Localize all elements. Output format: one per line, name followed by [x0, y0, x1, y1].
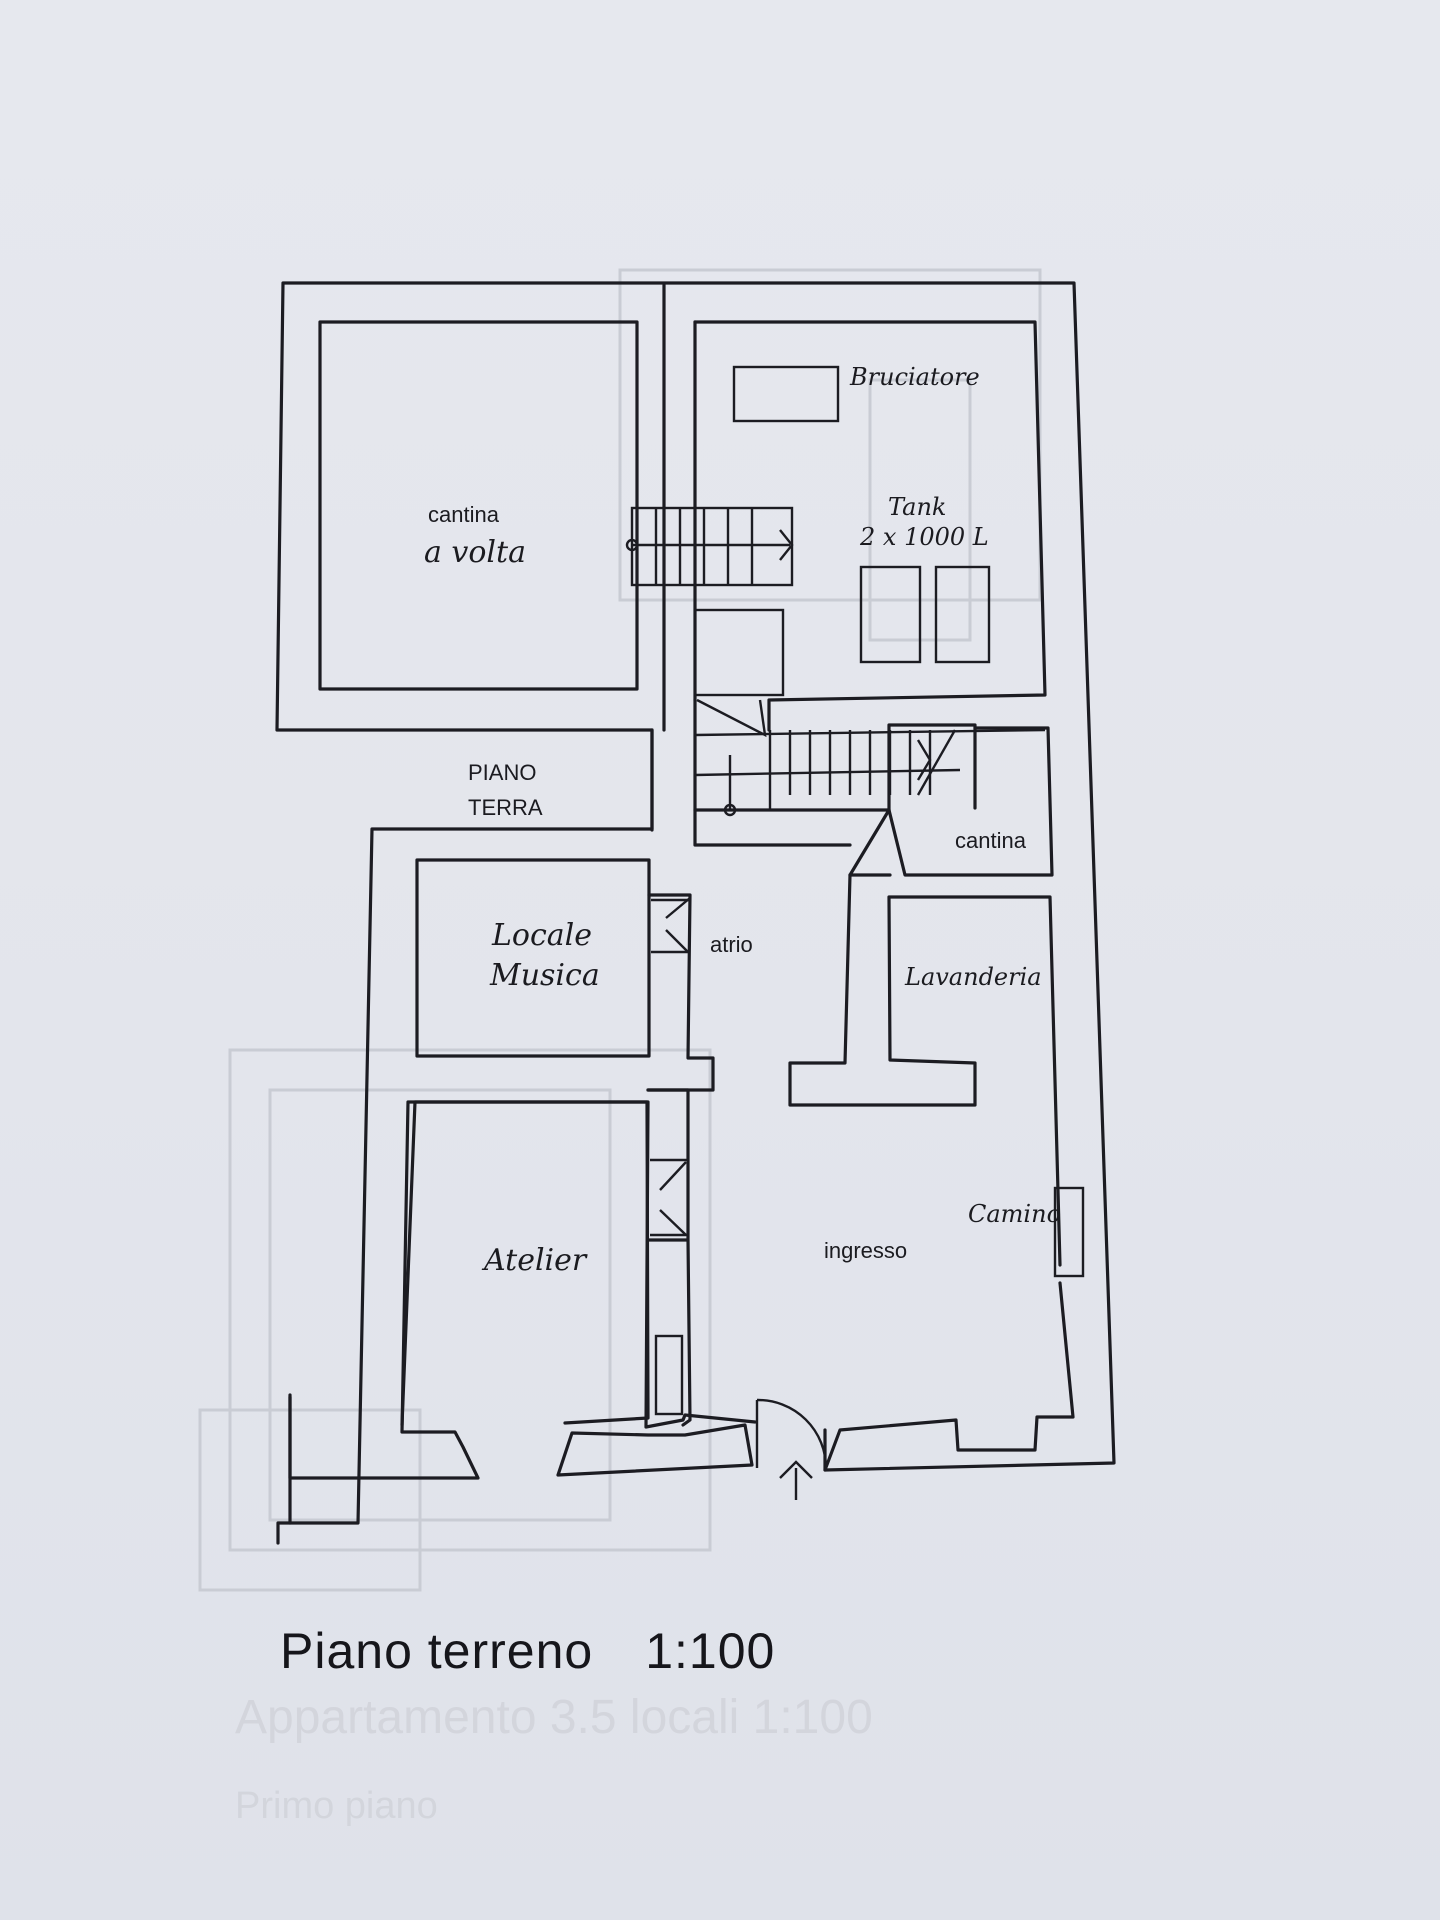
- entrance-arrow: [779, 1460, 813, 1500]
- label-lavanderia: Lavanderia: [904, 963, 1042, 991]
- oil-tank-1: [859, 565, 922, 664]
- label-piano-terra-2: TERRA: [468, 795, 543, 820]
- caption-title: Piano terreno: [280, 1623, 594, 1679]
- atrio-wall-left: [646, 893, 715, 1092]
- room-locale-musica: [415, 858, 651, 1058]
- hall-wall: [650, 728, 852, 847]
- cantina-diagonal: [848, 808, 892, 877]
- label-piano-terra-1: PIANO: [468, 760, 536, 785]
- door-musica: [651, 897, 691, 954]
- burner-unit: [732, 365, 840, 423]
- ghost-subtitle: Primo piano: [235, 1785, 438, 1827]
- label-bruciatore: Bruciatore: [849, 363, 980, 391]
- stair-main: [693, 698, 1046, 817]
- ghost-title: Appartamento 3.5 locali 1:100: [235, 1691, 873, 1744]
- ghost-floor-plan: [198, 268, 1042, 1592]
- label-locale-musica-2: Musica: [489, 958, 600, 993]
- outer-wall-line: [275, 281, 1116, 1545]
- oil-tank-2: [934, 565, 991, 664]
- front-wall-left: [556, 1423, 754, 1477]
- label-tank-2: 2 x 1000 L: [859, 523, 989, 551]
- label-ingresso: ingresso: [824, 1238, 907, 1263]
- atelier-corridor: [646, 1088, 692, 1427]
- fireplace: [1053, 1186, 1085, 1278]
- caption-scale: 1:100: [645, 1623, 776, 1679]
- boiler-closet: [693, 608, 785, 697]
- label-cantina-volta-1: cantina: [428, 502, 500, 527]
- closet-niche: [654, 1334, 684, 1416]
- plan-caption: Piano terreno 1:100: [280, 1622, 775, 1680]
- room-bruciatore: [693, 320, 1047, 732]
- entrance-door: [755, 1398, 828, 1469]
- stair-cellar: [625, 506, 794, 587]
- label-atelier: Atelier: [481, 1243, 588, 1278]
- label-atrio: atrio: [710, 932, 753, 957]
- label-locale-musica-1: Locale: [491, 918, 592, 953]
- room-cantina-a-volta: [318, 320, 639, 691]
- label-camino: Camino: [968, 1200, 1061, 1228]
- door-atelier: [650, 1158, 688, 1237]
- label-cantina: cantina: [955, 828, 1027, 853]
- label-tank-1: Tank: [888, 493, 946, 521]
- atrio-wall-right: [788, 873, 1062, 1267]
- front-wall-right: [823, 1281, 1075, 1472]
- room-cantina: [887, 726, 1054, 877]
- room-atelier: [400, 1100, 650, 1427]
- outer-wall-west-wing: [288, 1100, 757, 1480]
- label-cantina-volta-2: a volta: [424, 535, 526, 570]
